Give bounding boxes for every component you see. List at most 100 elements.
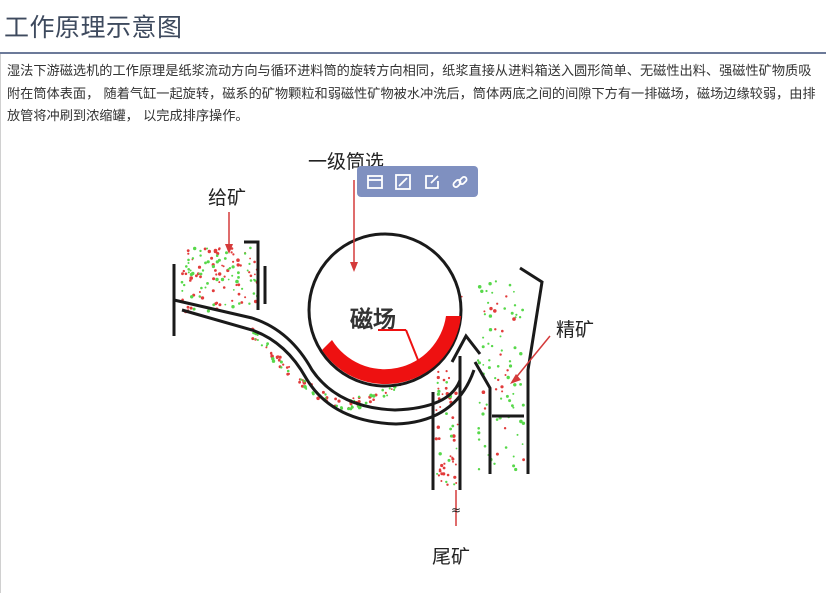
mineral-particle [496,302,499,305]
mineral-particle [434,437,438,441]
mineral-particle [265,346,268,349]
mineral-particle [270,352,273,355]
mineral-particle [217,248,221,251]
mineral-particle [452,460,454,463]
mineral-particle [198,272,200,275]
label-tailings: 尾矿 [432,546,470,568]
mineral-particle [340,407,344,410]
mineral-particle [187,268,190,271]
mineral-particle [358,407,360,410]
mineral-particle [253,278,256,281]
mineral-particle [199,272,203,276]
concentrate-chute-left [473,361,492,474]
mineral-particle [515,313,518,316]
mineral-particle [197,265,202,269]
mineral-particle [253,299,258,304]
mineral-particle [204,286,207,289]
mineral-particle [190,295,194,299]
mineral-particle [435,409,438,412]
mineral-particle [364,401,368,405]
mineral-particle [508,283,512,287]
mineral-particle [505,295,508,298]
mineral-particle [351,405,354,409]
mineral-particle [249,279,253,282]
mineral-particle [189,279,192,282]
mineral-particle [386,394,389,397]
mineral-particle [203,247,207,251]
mineral-particle [232,253,235,256]
mineral-particle [206,260,210,264]
mineral-particle [438,469,442,473]
mineral-particle [251,337,255,341]
mineral-particle [182,269,185,273]
mineral-particle [477,361,481,365]
mineral-particle [256,339,259,341]
mineral-particle [436,392,440,396]
mineral-particle [211,289,215,293]
mineral-particle [437,387,440,390]
mineral-particle [454,463,457,466]
mineral-particle [300,384,304,388]
mineral-particle [223,257,227,260]
folder-button[interactable] [363,170,387,194]
mineral-particle [494,280,497,283]
mineral-particle [201,269,205,272]
mineral-particle [222,265,225,268]
mineral-particle [451,424,455,428]
mineral-particle [481,390,486,394]
mineral-particle [230,251,233,254]
mineral-particle [390,388,393,390]
mineral-particle [519,383,522,386]
edit-button[interactable] [420,170,444,194]
page-title: 工作原理示意图 [4,13,183,42]
mineral-particle [513,346,517,350]
mineral-particle [198,295,201,298]
mineral-particle [288,365,291,368]
mineral-particle [285,366,289,369]
mineral-particle [199,275,202,279]
label-magnetic-field: 磁场 [350,306,396,333]
mineral-particle [244,296,247,299]
mineral-particle [302,381,307,385]
image-button[interactable] [391,170,415,194]
mineral-particle [334,397,337,401]
mineral-particle [436,425,440,429]
mineral-particle [237,271,240,275]
mineral-particle [249,246,252,250]
mineral-particle [487,366,491,370]
concentrate-arrow-line [513,335,551,381]
mineral-particle [187,258,190,262]
mineral-particle [187,262,190,264]
mineral-particle [456,423,459,426]
mineral-particle [248,271,251,274]
mineral-particle [500,349,503,352]
mineral-particle [495,418,499,421]
mineral-particle [481,345,485,349]
mineral-particle [512,406,515,409]
mineral-particle [186,305,190,309]
mineral-particle [476,359,480,362]
mineral-particle [241,287,244,290]
title-divider [0,52,826,54]
mineral-particle [381,388,384,392]
mineral-particle [489,306,493,311]
mineral-particle [503,307,507,310]
mineral-particle [298,380,301,384]
mineral-particle [235,279,239,284]
mineral-particle [438,452,442,456]
mineral-particle [504,374,507,376]
mineral-particle [494,377,497,380]
mineral-particle [437,474,440,477]
mineral-particle [193,246,197,251]
link-button[interactable] [448,170,472,194]
mineral-particle [453,483,456,486]
mineral-particle [252,292,256,295]
mineral-particle [214,269,217,272]
mineral-particle [519,352,523,356]
mineral-particle [442,466,446,470]
mineral-particle [372,394,376,398]
mineral-particle [518,316,522,319]
mineral-particle [181,289,184,292]
concentrate-arrow-head [510,374,521,384]
mineral-particle [254,338,257,341]
